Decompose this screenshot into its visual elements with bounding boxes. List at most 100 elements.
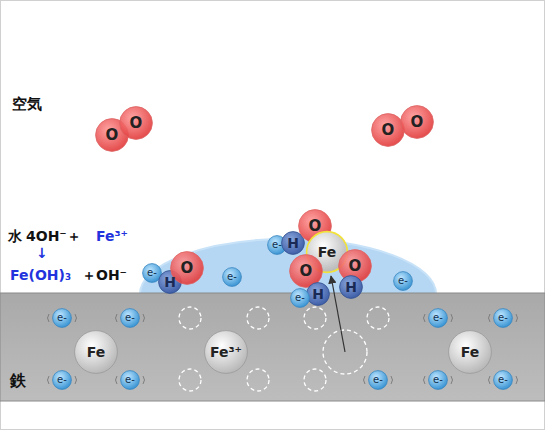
oxygen-atom: O <box>371 113 405 147</box>
product-formula: Fe(OH)₃ <box>10 268 71 283</box>
region-label: 鉄 <box>10 372 26 390</box>
atom-symbol: Fe <box>461 345 480 359</box>
iron-plate <box>0 293 545 401</box>
atom-circle <box>494 309 513 328</box>
atom-circle <box>75 331 118 374</box>
electron: e- <box>393 271 413 291</box>
atom-symbol: H <box>287 236 299 250</box>
vibration-mark <box>143 376 145 384</box>
vibration-mark <box>75 376 77 384</box>
vibration-mark <box>451 314 453 322</box>
vibration-mark <box>489 314 491 322</box>
atom-symbol: e- <box>498 313 508 323</box>
atom-circle <box>394 272 413 291</box>
atom-symbol: O <box>411 115 424 130</box>
atom-symbol: e- <box>125 313 135 323</box>
vibration-mark <box>516 376 518 384</box>
atom-symbol: e- <box>227 272 237 282</box>
atom-symbol: e- <box>433 375 443 385</box>
atom-circle <box>340 276 363 299</box>
atom-symbol: O <box>181 261 194 276</box>
formula-text: 4OH⁻＋ <box>26 229 81 244</box>
iron-atom: Fe³⁺ <box>204 330 248 374</box>
atom-circle <box>120 107 153 140</box>
atom-symbol: e- <box>295 293 305 303</box>
vibration-mark <box>143 314 145 322</box>
atom-circle <box>205 331 248 374</box>
atom-circle <box>372 114 405 147</box>
region-label: 空気 <box>12 96 42 113</box>
atom-symbol: e- <box>373 375 383 385</box>
vibration-mark <box>116 376 118 384</box>
atom-circle <box>449 331 492 374</box>
ion-formula: Fe³⁺ <box>96 229 128 244</box>
vibration-mark <box>75 314 77 322</box>
atom-circle <box>223 268 242 287</box>
atom-symbol: Fe <box>318 245 337 259</box>
electron: e- <box>52 308 72 328</box>
vibration-mark <box>489 376 491 384</box>
atom-circle <box>291 289 310 308</box>
atom-symbol: O <box>349 259 362 274</box>
atom-circle <box>401 106 434 139</box>
atom-symbol: Fe <box>87 345 106 359</box>
reaction-arrow: ↓ <box>36 246 48 261</box>
atom-circle <box>369 371 388 390</box>
atom-symbol: H <box>345 280 357 294</box>
atom-symbol: H <box>164 275 176 289</box>
atom-symbol: e- <box>498 375 508 385</box>
electron: e- <box>290 288 310 308</box>
formula-text: ＋OH⁻ <box>82 268 127 283</box>
atom-symbol: H <box>312 287 324 301</box>
vibration-mark <box>364 376 366 384</box>
iron-atom: Fe <box>74 330 118 374</box>
atom-circle <box>494 371 513 390</box>
region-label: 水 <box>8 229 22 244</box>
oxygen-atom: O <box>119 106 153 140</box>
electron: e- <box>493 370 513 390</box>
atom-circle <box>53 371 72 390</box>
atom-symbol: e- <box>398 276 408 286</box>
atom-symbol: e- <box>57 375 67 385</box>
atom-symbol: O <box>300 264 313 279</box>
vibration-mark <box>451 376 453 384</box>
vibration-mark <box>116 314 118 322</box>
atom-symbol: O <box>106 128 119 143</box>
electron: e- <box>428 308 448 328</box>
electron: e- <box>368 370 388 390</box>
atom-circle <box>429 371 448 390</box>
hydrogen-atom: H <box>339 275 363 299</box>
atom-circle <box>171 252 204 285</box>
electron: e- <box>120 370 140 390</box>
iron-atom: Fe <box>448 330 492 374</box>
atom-circle <box>307 283 330 306</box>
atom-symbol: e- <box>125 375 135 385</box>
atom-symbol: e- <box>272 240 282 250</box>
atom-circle <box>429 309 448 328</box>
electron: e- <box>120 308 140 328</box>
vibration-mark <box>48 314 50 322</box>
vacancy-circles <box>179 307 389 391</box>
atom-symbol: e- <box>57 313 67 323</box>
atom-circle <box>121 371 140 390</box>
vibration-marks <box>48 314 518 384</box>
vibration-mark <box>516 314 518 322</box>
electron: e- <box>493 308 513 328</box>
hydrogen-atom: H <box>306 282 330 306</box>
atom-symbol: O <box>382 123 395 138</box>
atom-circle <box>121 309 140 328</box>
atom-symbol: O <box>309 219 322 234</box>
vibration-mark <box>391 376 393 384</box>
atom-symbol: O <box>130 116 143 131</box>
vibration-mark <box>424 376 426 384</box>
atom-symbol: Fe³⁺ <box>210 345 242 359</box>
vibration-mark <box>48 376 50 384</box>
electron: e- <box>222 267 242 287</box>
atom-symbol: e- <box>147 268 157 278</box>
electron: e- <box>428 370 448 390</box>
atom-symbol: e- <box>433 313 443 323</box>
atom-circle <box>53 309 72 328</box>
oxygen-atom: O <box>400 105 434 139</box>
electron: e- <box>52 370 72 390</box>
